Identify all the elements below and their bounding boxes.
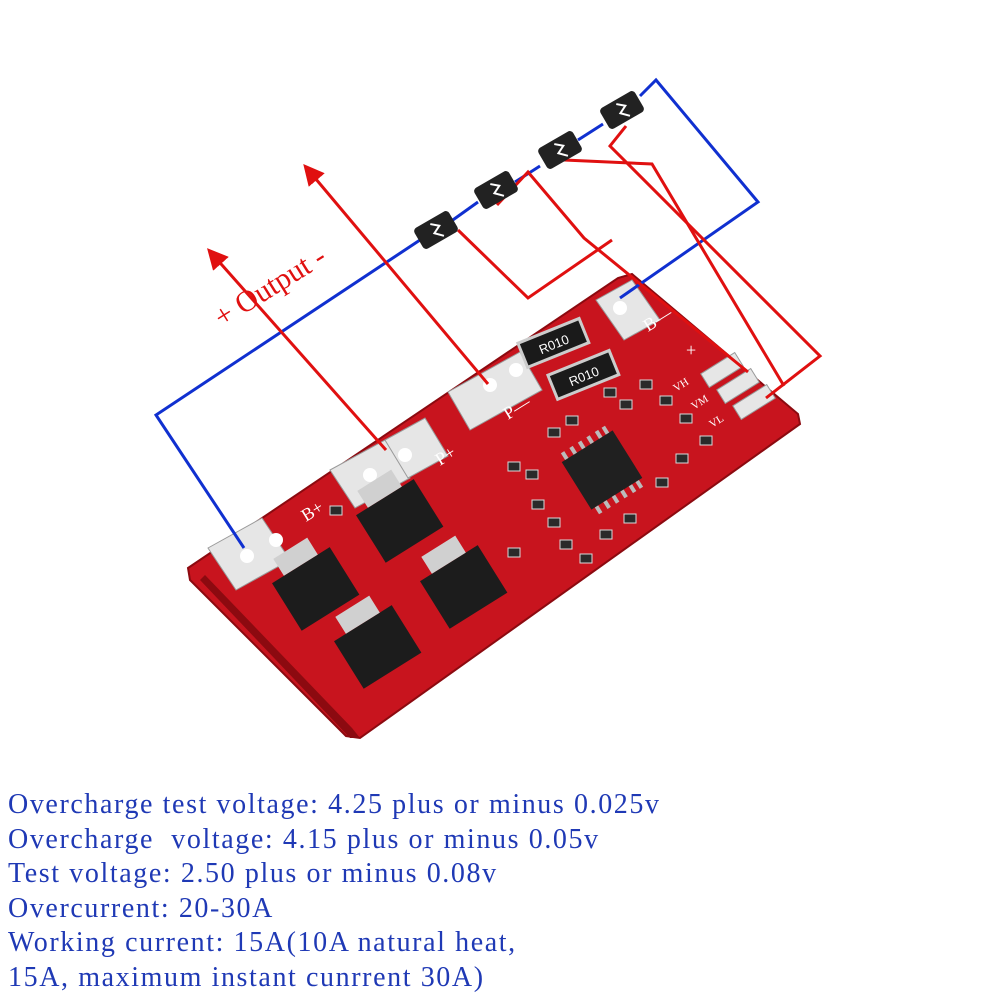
mosfet-3	[420, 535, 508, 629]
spec-instant-current: 15A, maximum instant cunrrent 30A)	[8, 961, 485, 993]
spec-test-voltage: Test voltage: 2.50 plus or minus 0.08v	[8, 858, 498, 889]
output-minus-arrow	[303, 163, 490, 385]
label-plus: +	[686, 340, 696, 360]
mosfet-2	[272, 537, 360, 631]
pad-b-minus	[595, 279, 661, 341]
battery-cell-4	[600, 91, 644, 129]
spec-working-current: Working current: 15A(10A natural heat,	[8, 927, 517, 958]
mosfet-4	[334, 595, 422, 689]
battery-cells	[414, 91, 644, 249]
shunt-resistor-1: R010	[515, 316, 591, 370]
pad-p-plus-2	[384, 417, 449, 479]
pcb-board	[186, 272, 802, 740]
shunt-resistor-2: R010	[545, 348, 621, 402]
bms-wiring-diagram: B+ P+ P— B— + VH VM VL R010 R010	[153, 77, 823, 740]
pad-holes	[240, 301, 627, 563]
battery-cell-3	[538, 131, 582, 169]
battery-cell-2	[474, 171, 518, 209]
spec-list: Overcharge test voltage: 4.25 plus or mi…	[8, 788, 993, 995]
spec-overcharge-voltage: Overcharge voltage: 4.15 plus or minus 0…	[8, 823, 600, 855]
controller-ic	[560, 425, 644, 515]
output-plus-arrow	[207, 248, 388, 451]
smd-components	[329, 379, 713, 564]
spec-overcharge-test-voltage: Overcharge test voltage: 4.25 plus or mi…	[8, 789, 661, 820]
mosfet-1	[356, 469, 444, 563]
negative-wiring	[153, 77, 761, 549]
spec-overcurrent: Overcurrent: 20-30A	[8, 892, 274, 924]
battery-cell-1	[414, 211, 458, 249]
